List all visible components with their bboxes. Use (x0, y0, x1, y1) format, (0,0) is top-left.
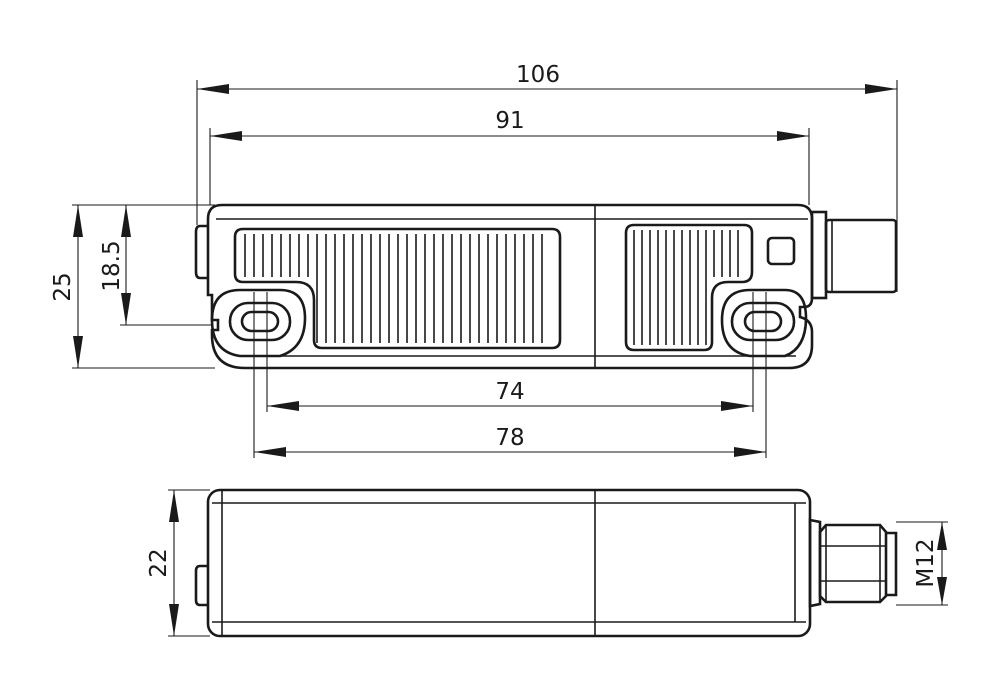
side-left-nub (194, 564, 208, 607)
dim-hole-spacing-inner: 74 (495, 379, 524, 405)
dim-hole-spacing-outer: 78 (495, 425, 524, 451)
side-housing-outline (206, 488, 812, 638)
front-dimensions: 106 91 25 18.5 74 78 (50, 62, 898, 458)
left-mounting-hole (210, 288, 307, 358)
dim-hole-height: 18.5 (99, 240, 125, 291)
side-connector (808, 518, 898, 608)
dim-total-height: 25 (50, 272, 76, 301)
front-connector (810, 210, 898, 300)
dim-connector-thread: M12 (913, 538, 939, 587)
front-left-ribbed-field (233, 227, 562, 350)
front-view (194, 203, 898, 370)
dim-overall-length: 106 (516, 62, 560, 88)
front-right-ribbed-field (624, 223, 754, 352)
led-window (766, 236, 796, 266)
left-ribs (244, 234, 543, 343)
side-dimensions: 22 M12 (146, 489, 948, 637)
right-mounting-hole (720, 288, 808, 358)
dim-side-height: 22 (146, 548, 172, 577)
front-left-nub (194, 224, 208, 280)
dim-body-length: 91 (495, 108, 524, 134)
right-ribs (633, 230, 739, 345)
side-view (194, 488, 898, 638)
